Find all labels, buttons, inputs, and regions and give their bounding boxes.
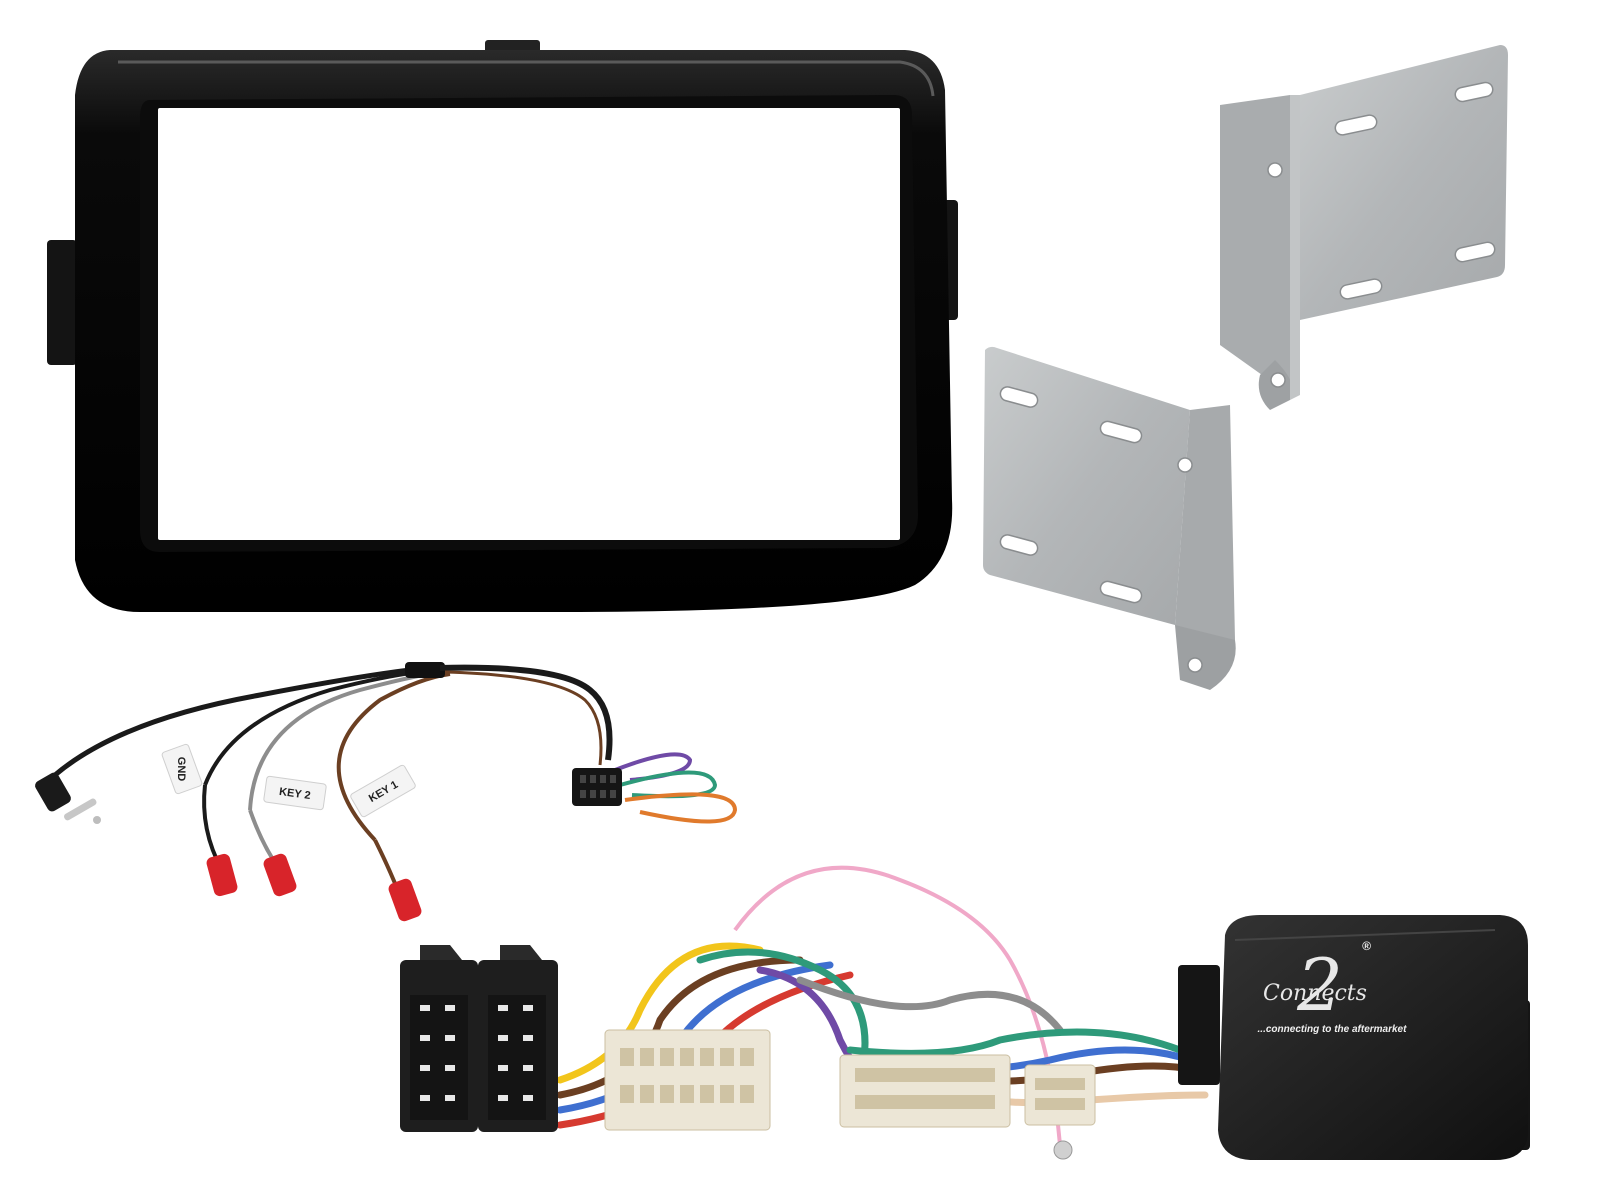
- key2-label-tag: KEY 2: [263, 775, 327, 811]
- double-din-fascia: [47, 40, 958, 612]
- interface-module: 2 Connects ® ...connecting to the afterm…: [1178, 915, 1530, 1160]
- mounting-bracket-left: [983, 346, 1236, 690]
- steering-control-harness: [400, 865, 1209, 1160]
- registered-mark: ®: [1362, 939, 1371, 953]
- vehicle-connector-medium: [839, 1054, 1011, 1128]
- key1-label-tag: KEY 1: [350, 764, 416, 818]
- logo-tagline: ...connecting to the aftermarket: [1258, 1024, 1408, 1035]
- logo-wordmark: Connects: [1263, 981, 1367, 1006]
- red-spade-connector: [206, 853, 422, 922]
- connects2-logo: 2 Connects ® ...connecting to the afterm…: [1258, 939, 1408, 1035]
- gnd-label-tag: GND: [161, 743, 203, 795]
- vehicle-connector-small: [1024, 1064, 1096, 1126]
- iso-connector-left: [400, 945, 478, 1132]
- iso-connector-right: [478, 945, 558, 1132]
- key2-label: KEY 2: [278, 786, 311, 802]
- mounting-bracket-right: [1220, 45, 1508, 410]
- logo-numeral: 2: [1296, 943, 1343, 1027]
- stalk-patch-lead: GND KEY 2 KEY 1: [35, 662, 738, 922]
- vehicle-connector-large: [604, 1029, 771, 1131]
- gnd-label: GND: [175, 757, 187, 782]
